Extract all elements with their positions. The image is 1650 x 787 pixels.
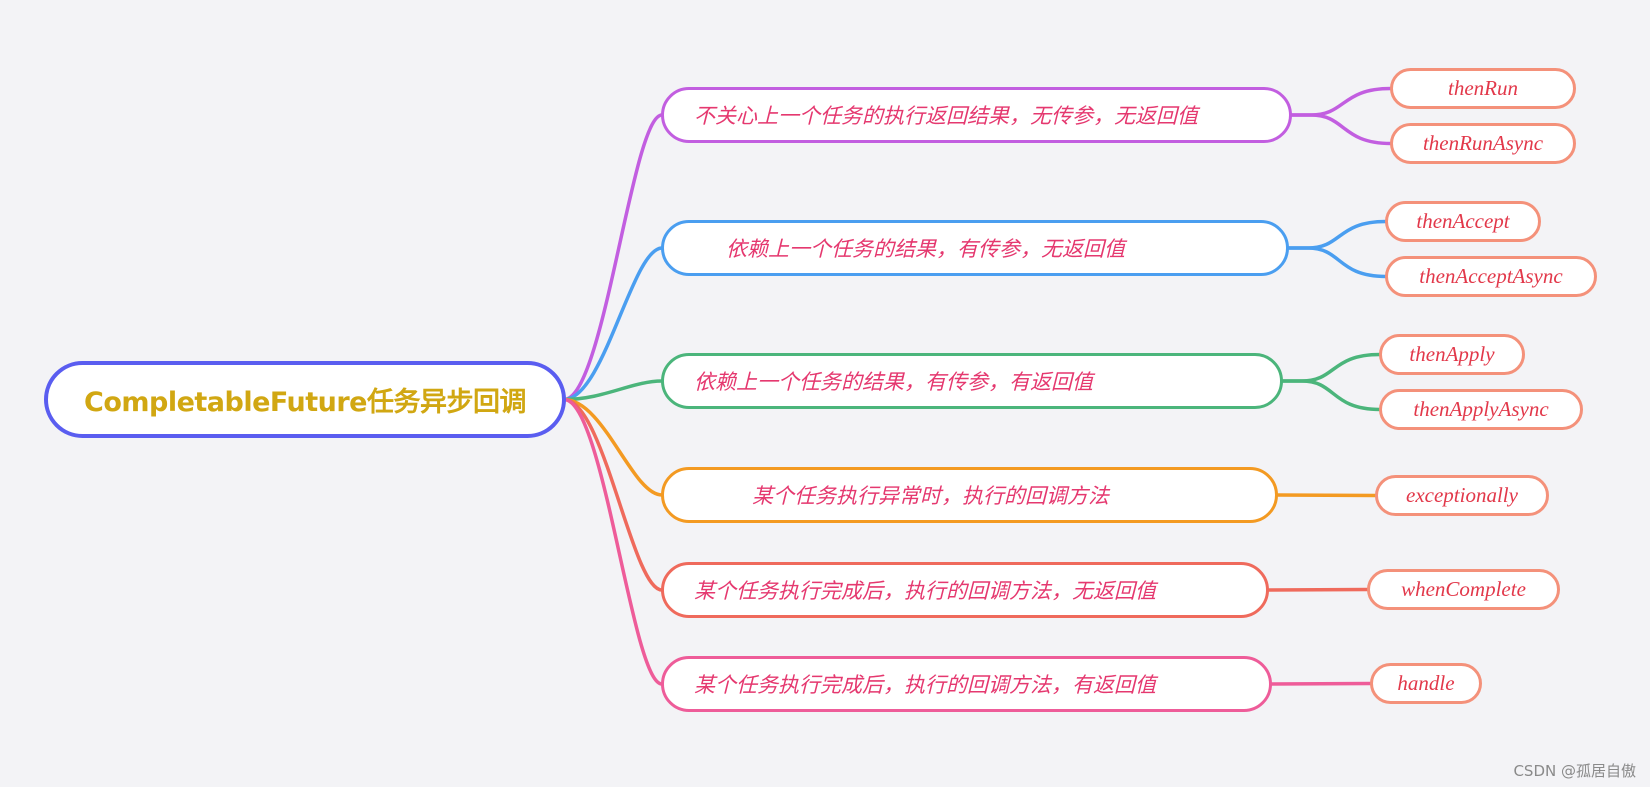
branch-to-leaf-connector — [1286, 246, 1388, 279]
branch-node-label: 依赖上一个任务的结果，有传参，无返回值 — [726, 237, 1125, 261]
branch-to-leaf-connector — [1280, 352, 1382, 383]
root-to-branch-connector — [562, 379, 664, 402]
branch-node-then-accept[interactable]: 依赖上一个任务的结果，有传参，无返回值 — [661, 220, 1289, 276]
branch-node-label: 某个任务执行异常时，执行的回调方法 — [752, 484, 1109, 508]
leaf-node-then-accept[interactable]: thenAccept — [1385, 201, 1541, 242]
leaf-node-label: handle — [1397, 671, 1455, 695]
root-to-branch-connector — [562, 397, 664, 592]
leaf-node-label: thenApply — [1409, 342, 1495, 366]
leaf-node-exceptionally[interactable]: exceptionally — [1375, 475, 1549, 516]
leaf-node-then-apply-async[interactable]: thenApplyAsync — [1379, 389, 1583, 430]
leaf-node-label: thenApplyAsync — [1413, 397, 1549, 421]
branch-node-label: 不关心上一个任务的执行返回结果，无传参，无返回值 — [694, 104, 1198, 128]
leaf-node-when-complete[interactable]: whenComplete — [1367, 569, 1560, 610]
root-node[interactable]: CompletableFuture任务异步回调 — [44, 361, 566, 438]
leaf-node-then-accept-async[interactable]: thenAcceptAsync — [1385, 256, 1597, 297]
branch-node-exceptionally[interactable]: 某个任务执行异常时，执行的回调方法 — [661, 467, 1278, 523]
branch-node-label: 依赖上一个任务的结果，有传参，有返回值 — [694, 370, 1093, 394]
leaf-node-label: thenAccept — [1416, 209, 1510, 233]
root-to-branch-connector — [562, 246, 664, 402]
root-to-branch-connector — [562, 397, 664, 686]
branch-node-label: 某个任务执行完成后，执行的回调方法，无返回值 — [694, 579, 1156, 603]
root-to-branch-connector — [562, 397, 664, 497]
branch-node-when-complete[interactable]: 某个任务执行完成后，执行的回调方法，无返回值 — [661, 562, 1269, 618]
leaf-node-label: whenComplete — [1401, 577, 1526, 601]
branch-to-leaf-connector — [1266, 587, 1370, 592]
branch-node-handle[interactable]: 某个任务执行完成后，执行的回调方法，有返回值 — [661, 656, 1272, 712]
branch-to-leaf-connector — [1289, 86, 1393, 117]
branch-to-leaf-connector — [1269, 681, 1373, 686]
leaf-node-then-run-async[interactable]: thenRunAsync — [1390, 123, 1576, 164]
branch-node-label: 某个任务执行完成后，执行的回调方法，有返回值 — [694, 673, 1156, 697]
branch-node-then-apply[interactable]: 依赖上一个任务的结果，有传参，有返回值 — [661, 353, 1283, 409]
root-to-branch-connector — [562, 113, 664, 402]
leaf-node-then-run[interactable]: thenRun — [1390, 68, 1576, 109]
leaf-node-then-apply[interactable]: thenApply — [1379, 334, 1525, 375]
leaf-node-label: thenRun — [1448, 76, 1518, 100]
branch-to-leaf-connector — [1275, 493, 1378, 498]
leaf-node-label: thenRunAsync — [1422, 131, 1544, 155]
branch-node-then-run[interactable]: 不关心上一个任务的执行返回结果，无传参，无返回值 — [661, 87, 1292, 143]
leaf-node-label: thenAcceptAsync — [1419, 264, 1563, 288]
watermark: CSDN @孤居自傲 — [1513, 762, 1636, 780]
branch-to-leaf-connector — [1289, 113, 1393, 146]
leaf-node-handle[interactable]: handle — [1370, 663, 1482, 704]
branch-to-leaf-connector — [1280, 379, 1382, 412]
leaf-node-label: exceptionally — [1406, 483, 1518, 507]
root-node-label: CompletableFuture任务异步回调 — [84, 387, 527, 418]
branch-to-leaf-connector — [1286, 219, 1388, 250]
